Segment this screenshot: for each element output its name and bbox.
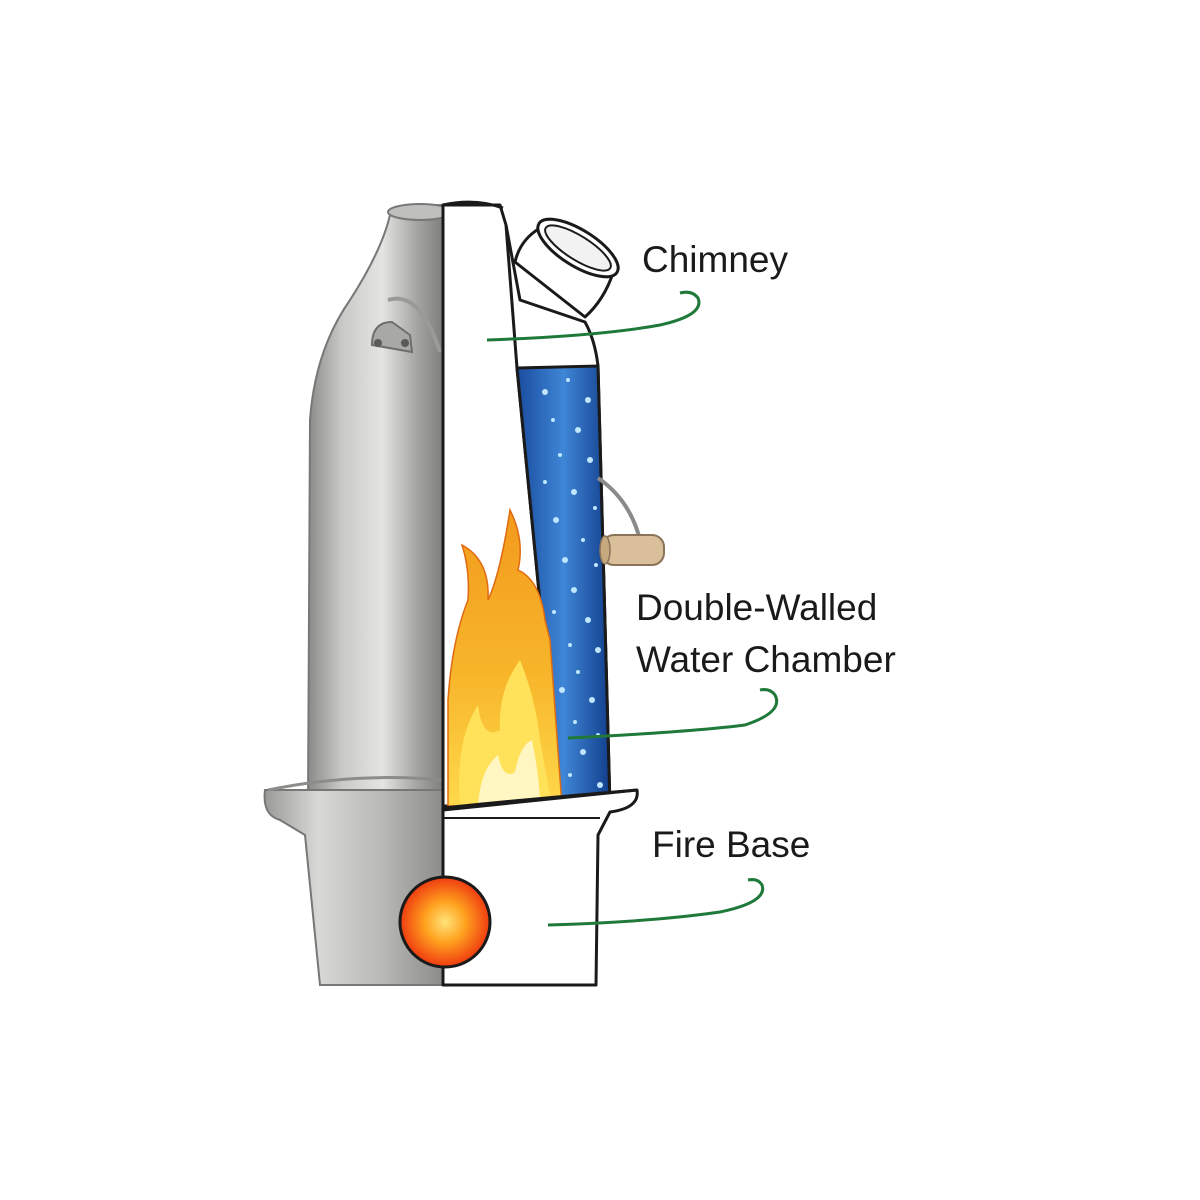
fire-base-cutaway: [441, 788, 639, 987]
chimney-leader-line: [486, 290, 701, 342]
ember-icon: [398, 875, 492, 969]
water-chamber-label-line2: Water Chamber: [636, 639, 896, 680]
flame-icon: [447, 507, 563, 807]
kettle-cutaway-half: [441, 200, 639, 987]
water-chamber-label-line1: Double-Walled: [636, 587, 877, 628]
water-chamber-leader-line: [567, 688, 778, 740]
kettle-steel-half: [263, 203, 453, 986]
fire-base-leader-line: [547, 878, 765, 927]
wooden-handle: [596, 476, 665, 566]
water-bubbles-icon: [542, 378, 603, 798]
chimney-spout: [513, 217, 620, 319]
kettle-handle-bracket: [370, 296, 442, 354]
fire-base-label: Fire Base: [652, 824, 810, 865]
chimney-label: Chimney: [642, 239, 788, 280]
